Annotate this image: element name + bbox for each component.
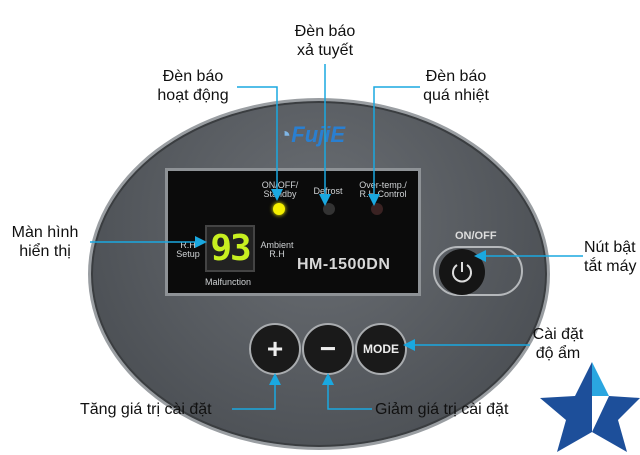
label-operation-light: Đèn báo hoạt động [150, 67, 236, 105]
t: Over-temp./ [359, 180, 407, 190]
star-logo-icon [540, 362, 640, 452]
label-power-button: Nút bật tắt máy [584, 238, 636, 276]
malfunction-label: Malfunction [204, 277, 252, 287]
arrow-minus [322, 373, 372, 410]
t: tắt máy [584, 258, 637, 275]
plus-button[interactable]: + [249, 323, 301, 375]
power-label: ON/OFF [455, 230, 497, 242]
label-increase: Tăng giá trị cài đặt [80, 401, 212, 418]
t: quá nhiệt [423, 87, 489, 104]
power-button-frame [433, 246, 523, 296]
t: Ambient [260, 240, 294, 250]
t: R.H [269, 249, 285, 259]
t: R.H Control [359, 189, 407, 199]
arrow-operation [237, 86, 283, 201]
t: ON/OFF/ [261, 180, 299, 190]
overtemp-label: Over-temp./R.H Control [353, 181, 413, 199]
t: R.H [180, 240, 196, 250]
brand-logo: ◔FujiE [278, 122, 346, 147]
label-display: Màn hình hiển thị [2, 223, 88, 261]
t: hoạt động [157, 87, 229, 104]
defrost-led [323, 203, 335, 215]
overtemp-led [371, 203, 383, 215]
t: Đèn báo [425, 68, 487, 85]
t: Setup [176, 249, 200, 259]
t: Đèn báo [162, 68, 224, 85]
power-icon [452, 262, 472, 283]
brand-text: FujiE [291, 122, 346, 147]
t: Nút bật [584, 239, 636, 256]
t: hiển thị [19, 243, 71, 260]
label-humidity-setting: Cài đặt độ ẩm [532, 325, 584, 363]
minus-button[interactable]: − [302, 323, 354, 375]
t: Cài đặt [532, 326, 584, 343]
label-overheat-light: Đèn báo quá nhiệt [418, 67, 494, 105]
onoff-led [273, 203, 285, 215]
t: xả tuyết [296, 42, 354, 59]
seven-segment-display: 93 [205, 225, 255, 272]
t: độ ẩm [535, 345, 581, 362]
t: Đèn báo [294, 23, 356, 40]
model-number: HM-1500DN [297, 256, 391, 273]
t: Màn hình [11, 224, 79, 241]
arrow-overheat [368, 86, 420, 206]
mode-button[interactable]: MODE [355, 323, 407, 375]
label-decrease: Giảm giá trị cài đặt [375, 401, 509, 418]
defrost-label: Defrost [313, 186, 343, 196]
arrow-plus [232, 373, 281, 410]
label-defrost-light: Đèn báo xả tuyết [292, 22, 358, 60]
